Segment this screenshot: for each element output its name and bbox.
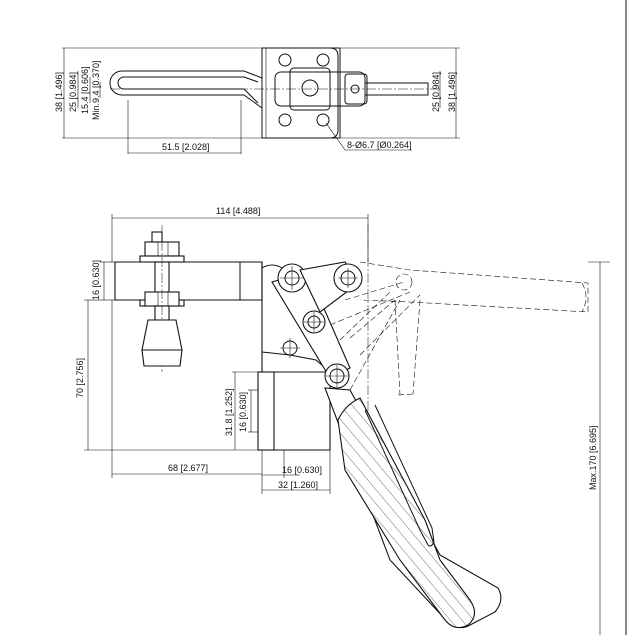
dim-max-height: Max.170 [6.695] [588, 425, 598, 490]
rubber-tip [141, 319, 183, 367]
dim-base-offset: 68 [2.677] [168, 463, 208, 473]
spindle-bolt [139, 225, 185, 372]
top-hole [278, 113, 292, 127]
dim-inner-width: 15.4 [0.606] [80, 66, 90, 114]
dim-slot-length: 51.5 [2.028] [162, 142, 210, 152]
dim-arm-thickness: 16 [0.630] [91, 260, 101, 300]
dim-base-height: 31.8 [1.252] [224, 388, 234, 436]
dim-base-width: 32 [1.260] [278, 480, 318, 490]
dim-handle-width: 25 [0.984] [68, 72, 78, 112]
base-body [257, 262, 331, 451]
side-view-dimensions: 114 [4.488] 16 [0.630] 70 [2.756] 31.8 [… [75, 206, 610, 635]
open-position-ghost [329, 225, 589, 440]
side-view [114, 225, 589, 629]
dim-holes: 8-Ø6.7 [Ø0.264] [347, 140, 412, 150]
dim-min-gap: Min.9.4 [0.370] [91, 60, 101, 120]
dim-total-length: 114 [4.488] [216, 206, 260, 216]
dim-height-right: 38 [1.496] [447, 72, 457, 112]
dim-spindle-height: 70 [2.756] [75, 358, 85, 398]
top-spindle-rod [364, 82, 429, 96]
top-view-dimensions: 38 [1.496] 25 [0.984] 15.4 [0.606] Min.9… [54, 47, 460, 154]
top-hole [316, 53, 330, 67]
top-handle-loop [109, 70, 263, 109]
dim-base-inner: 16 [0.630] [238, 392, 248, 432]
dim-base-slot: 16 [0.630] [282, 465, 322, 475]
dim-height-left: 38 [1.496] [54, 72, 64, 112]
dim-right-width: 25 [0.984] [431, 72, 441, 112]
top-view [109, 47, 440, 139]
top-hole [316, 113, 330, 127]
top-hole [278, 53, 292, 67]
linkage-arm [271, 261, 363, 389]
handle-grip [324, 387, 502, 629]
